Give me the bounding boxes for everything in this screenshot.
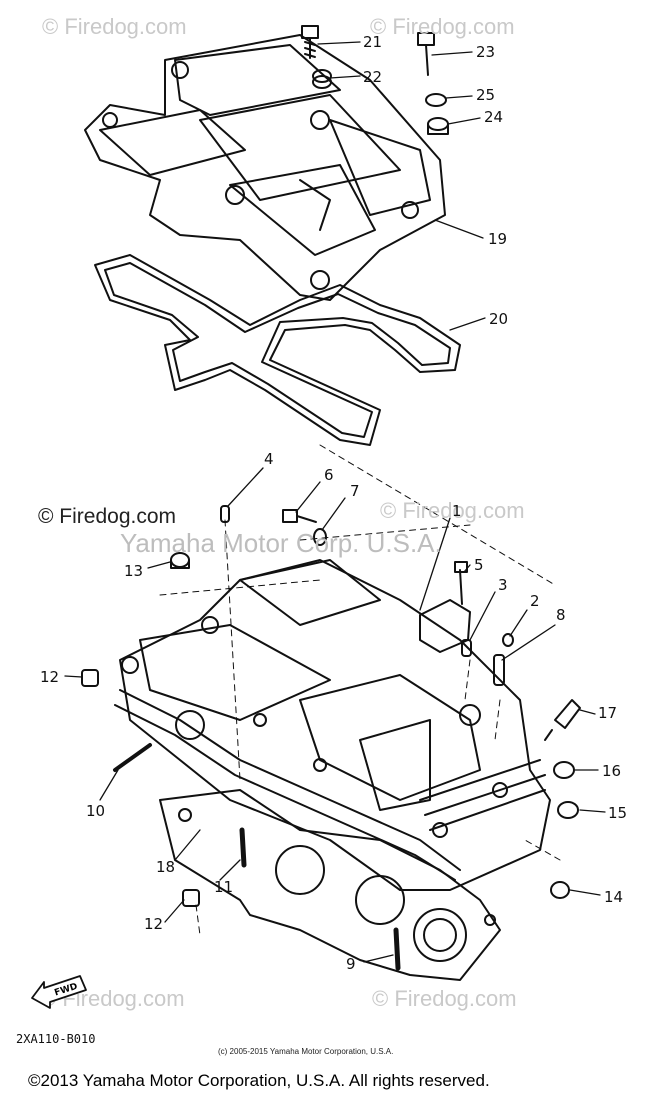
part-label-10: 10 (86, 802, 106, 820)
leader-lines (64, 41, 606, 963)
stud-10 (113, 743, 152, 772)
part-label-20: 20 (489, 310, 509, 328)
plug-14 (550, 881, 570, 899)
cap-bolt (454, 561, 468, 605)
diagram-code: 2XA110-B010 (16, 1032, 96, 1046)
cylinder-head-cover (84, 34, 446, 301)
cap-16 (553, 761, 575, 779)
part-label-21: 21 (363, 33, 383, 51)
part-label-14: 14 (604, 888, 624, 906)
part-label-1: 1 (452, 502, 462, 520)
part-label-5: 5 (474, 556, 484, 574)
cover-bolt-long (417, 32, 435, 76)
nut-12-upper (81, 669, 99, 687)
plug-8 (493, 654, 505, 686)
part-label-15: 15 (608, 804, 628, 822)
part-label-24: 24 (484, 108, 504, 126)
small-copyright: (c) 2005-2015 Yamaha Motor Corporation, … (218, 1047, 394, 1056)
nut-12-lower (182, 889, 200, 907)
part-label-17: 17 (598, 704, 618, 722)
part-label-3: 3 (498, 576, 508, 594)
watermark: © Firedog.com (372, 986, 517, 1011)
cylinder-head-gasket (159, 789, 501, 981)
part-label-4: 4 (264, 450, 274, 468)
cover-washer (312, 69, 332, 89)
o-ring (313, 528, 327, 546)
part-label-22: 22 (363, 68, 383, 86)
dowel-3 (461, 639, 472, 657)
part-label-6: 6 (324, 466, 334, 484)
part-label-18: 18 (156, 858, 176, 876)
watermark: © Firedog.com (42, 14, 187, 39)
cap-nut (427, 117, 449, 135)
watermark: © Firedog.com (380, 498, 525, 523)
head-cover-gasket (94, 254, 461, 446)
part-label-25: 25 (476, 86, 496, 104)
stud-11 (239, 827, 247, 868)
part-label-16: 16 (602, 762, 622, 780)
nut-15 (557, 801, 579, 819)
stud-9 (393, 927, 401, 971)
watermark: © Firedog.com (370, 14, 515, 39)
part-label-13: 13 (124, 562, 144, 580)
part-label-11: 11 (214, 878, 234, 896)
cap-screw (282, 509, 317, 523)
spark-plug (544, 699, 581, 741)
stud-2 (502, 633, 514, 647)
watermark-dark: © Firedog.com (38, 505, 177, 528)
copyright-notice: ©2013 Yamaha Motor Corporation, U.S.A. A… (28, 1071, 490, 1090)
part-label-9: 9 (346, 955, 356, 973)
rubber-washer (425, 93, 447, 107)
fwd-arrow-icon: FWD (31, 975, 87, 1009)
part-label-2: 2 (530, 592, 540, 610)
part-label-19: 19 (488, 230, 508, 248)
cylinder-head (114, 559, 551, 891)
reference-lines (159, 444, 561, 936)
part-label-12-lower: 12 (144, 915, 164, 933)
part-label-12-upper: 12 (40, 668, 60, 686)
overlay-text: Yamaha Motor Corp. U.S.A. (120, 528, 442, 558)
nut-13 (170, 552, 190, 569)
cover-bolt (301, 25, 319, 59)
part-label-7: 7 (350, 482, 360, 500)
part-label-23: 23 (476, 43, 496, 61)
part-label-8: 8 (556, 606, 566, 624)
